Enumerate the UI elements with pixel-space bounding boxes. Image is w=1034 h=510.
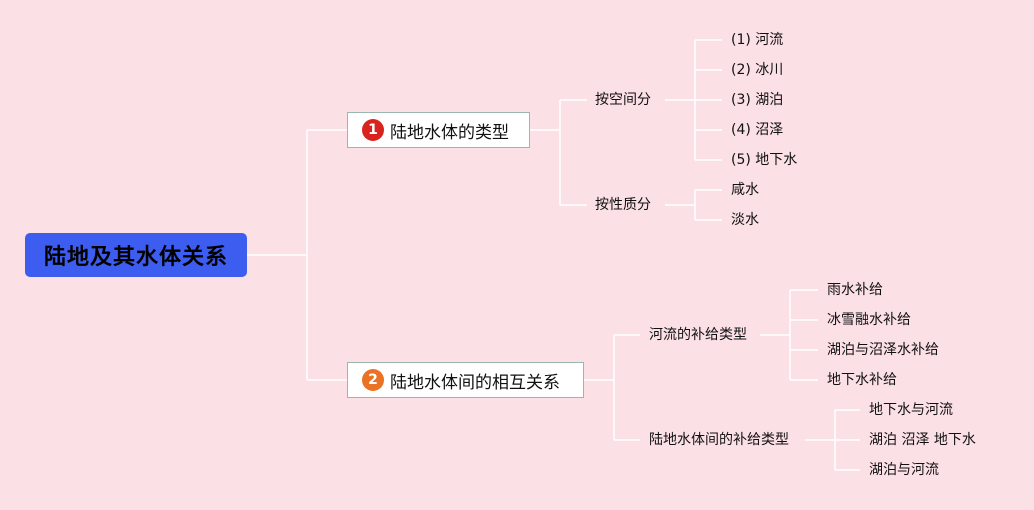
leaf-topic[interactable]: 淡水 (731, 212, 759, 228)
leaf-topic[interactable]: (1) 河流 (731, 32, 784, 48)
branch-topic-water-types[interactable]: 1 陆地水体的类型 (347, 112, 530, 148)
subtopic-by-space[interactable]: 按空间分 (595, 92, 651, 108)
branch-label: 陆地水体的类型 (390, 122, 509, 143)
number-badge-icon: 2 (362, 369, 384, 391)
root-topic[interactable]: 陆地及其水体关系 (25, 233, 247, 277)
leaf-topic[interactable]: (2) 冰川 (731, 62, 784, 78)
subtopic-by-property[interactable]: 按性质分 (595, 197, 651, 213)
leaf-topic[interactable]: (3) 湖泊 (731, 92, 784, 108)
leaf-topic[interactable]: 冰雪融水补给 (827, 312, 911, 328)
subtopic-inland-recharge[interactable]: 陆地水体间的补给类型 (649, 432, 789, 448)
branch-label: 陆地水体间的相互关系 (390, 372, 560, 393)
leaf-topic[interactable]: 湖泊与河流 (869, 462, 939, 478)
leaf-topic[interactable]: (5) 地下水 (731, 152, 798, 168)
leaf-topic[interactable]: 咸水 (731, 182, 759, 198)
leaf-topic[interactable]: (4) 沼泽 (731, 122, 784, 138)
leaf-topic[interactable]: 湖泊 沼泽 地下水 (869, 432, 976, 448)
number-badge-icon: 1 (362, 119, 384, 141)
leaf-topic[interactable]: 地下水补给 (827, 372, 897, 388)
branch-topic-water-relations[interactable]: 2 陆地水体间的相互关系 (347, 362, 584, 398)
subtopic-river-recharge[interactable]: 河流的补给类型 (649, 327, 747, 343)
leaf-topic[interactable]: 雨水补给 (827, 282, 883, 298)
leaf-topic[interactable]: 地下水与河流 (869, 402, 953, 418)
leaf-topic[interactable]: 湖泊与沼泽水补给 (827, 342, 939, 358)
